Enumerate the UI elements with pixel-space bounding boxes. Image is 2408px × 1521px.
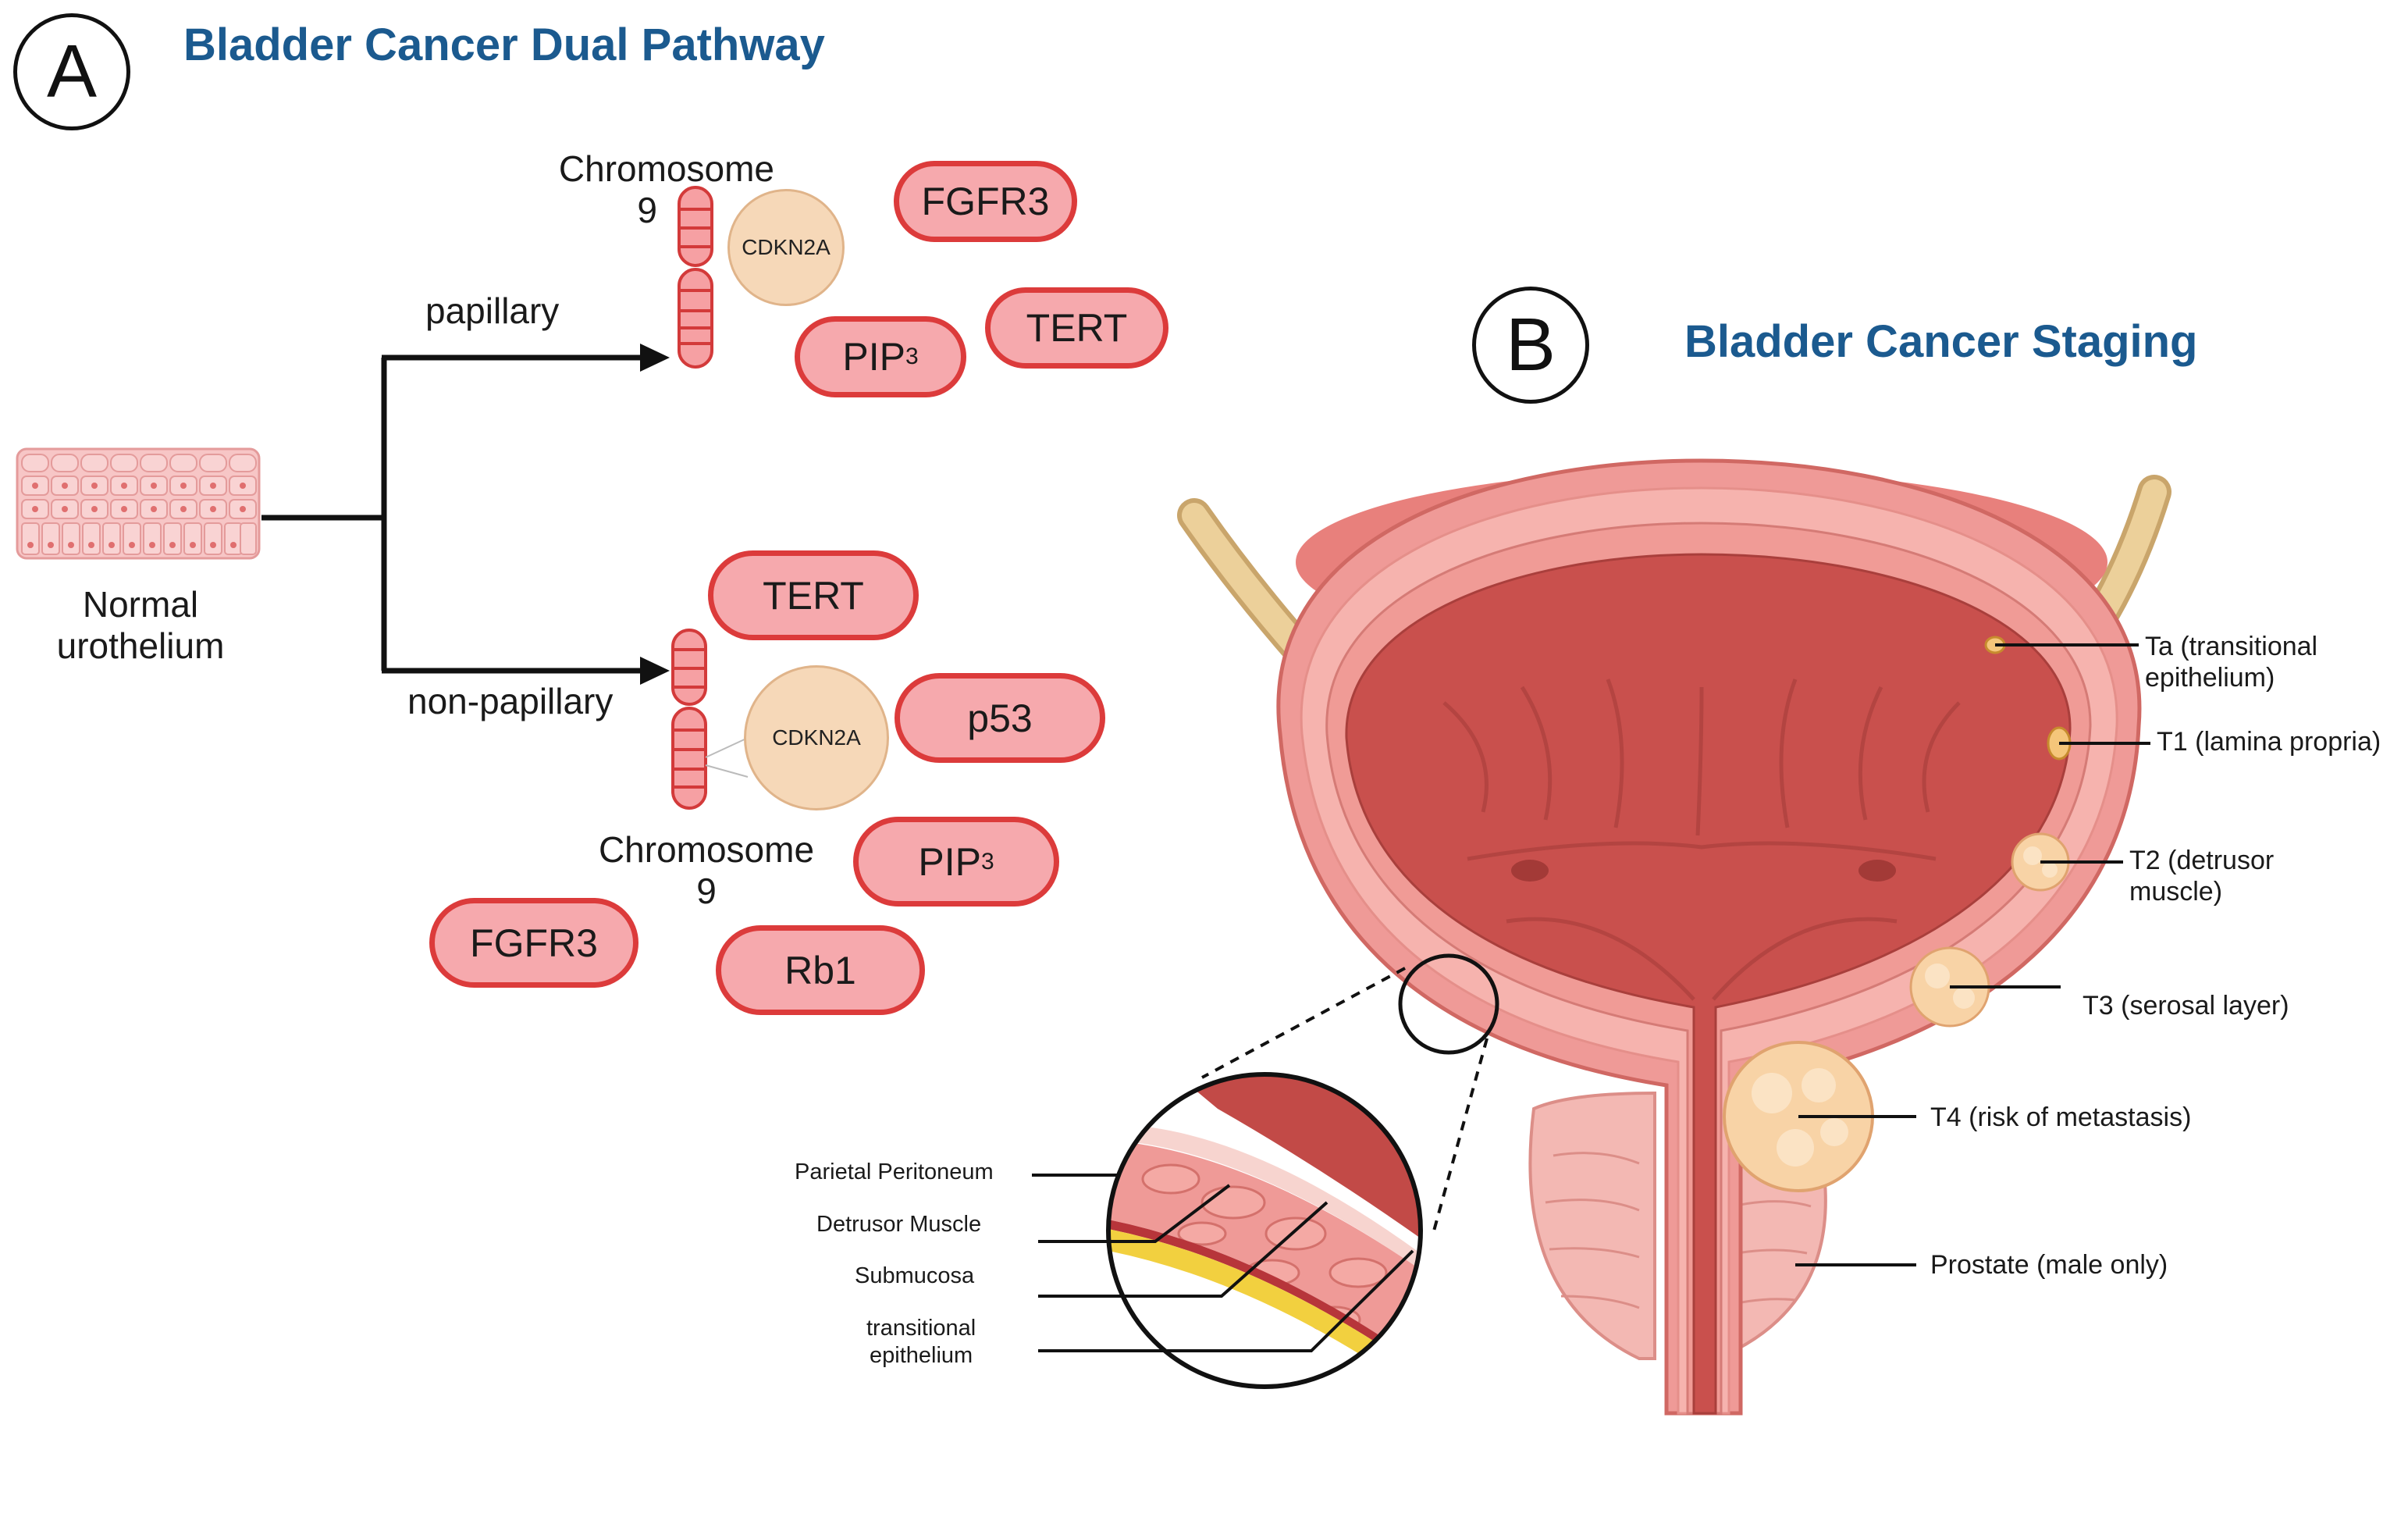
gene-fgfr3-papillary: FGFR3 [894, 161, 1077, 242]
panel-a-label: A [13, 13, 130, 130]
arrowhead-papillary-icon [640, 344, 670, 372]
stage-t4-label: T4 (risk of metastasis) [1930, 1102, 2192, 1132]
cdkn2a-nonpapillary: CDKN2A [744, 665, 889, 810]
gene-tert-papillary: TERT [985, 287, 1168, 369]
stage-t1-label: T1 (lamina propria) [2157, 727, 2381, 757]
layer-leader-lines [1032, 1174, 1414, 1352]
zoom-source-circle-icon [1398, 953, 1499, 1055]
prostate-label: Prostate (male only) [1930, 1250, 2168, 1280]
pathway-arrows [261, 354, 642, 674]
bladder-icon [1276, 458, 2142, 1416]
chromosome-9-papillary-icon [678, 186, 713, 369]
gene-rb1-nonpapillary: Rb1 [716, 925, 925, 1015]
panel-b-title: Bladder Cancer Staging [1684, 316, 2198, 367]
arrowhead-nonpapillary-icon [640, 657, 670, 685]
normal-urothelium-tissue-icon [16, 447, 261, 560]
gene-p53-nonpapillary: p53 [895, 673, 1105, 763]
gene-tert-nonpapillary: TERT [708, 550, 919, 640]
stage-leader-lines [1795, 643, 2150, 1266]
panel-a-title: Bladder Cancer Dual Pathway [183, 20, 825, 70]
zoom-connector-lines [1201, 967, 1489, 1234]
cdkn2a-papillary: CDKN2A [727, 189, 845, 306]
panel-b-label: B [1472, 287, 1589, 404]
stage-t3-label: T3 (serosal layer) [2083, 991, 2289, 1021]
gene-fgfr3-nonpapillary: FGFR3 [429, 898, 638, 988]
layer-submucosa-label: Submucosa [855, 1263, 975, 1288]
papillary-label: papillary [425, 290, 560, 331]
zoom-inset-icon [1108, 1074, 1421, 1387]
nonpapillary-label: non-papillary [407, 681, 614, 721]
layer-parietal-peritoneum-label: Parietal Peritoneum [795, 1159, 994, 1184]
chromosome-9-nonpapillary-icon [671, 629, 749, 810]
layer-detrusor-muscle-label: Detrusor Muscle [816, 1212, 982, 1237]
